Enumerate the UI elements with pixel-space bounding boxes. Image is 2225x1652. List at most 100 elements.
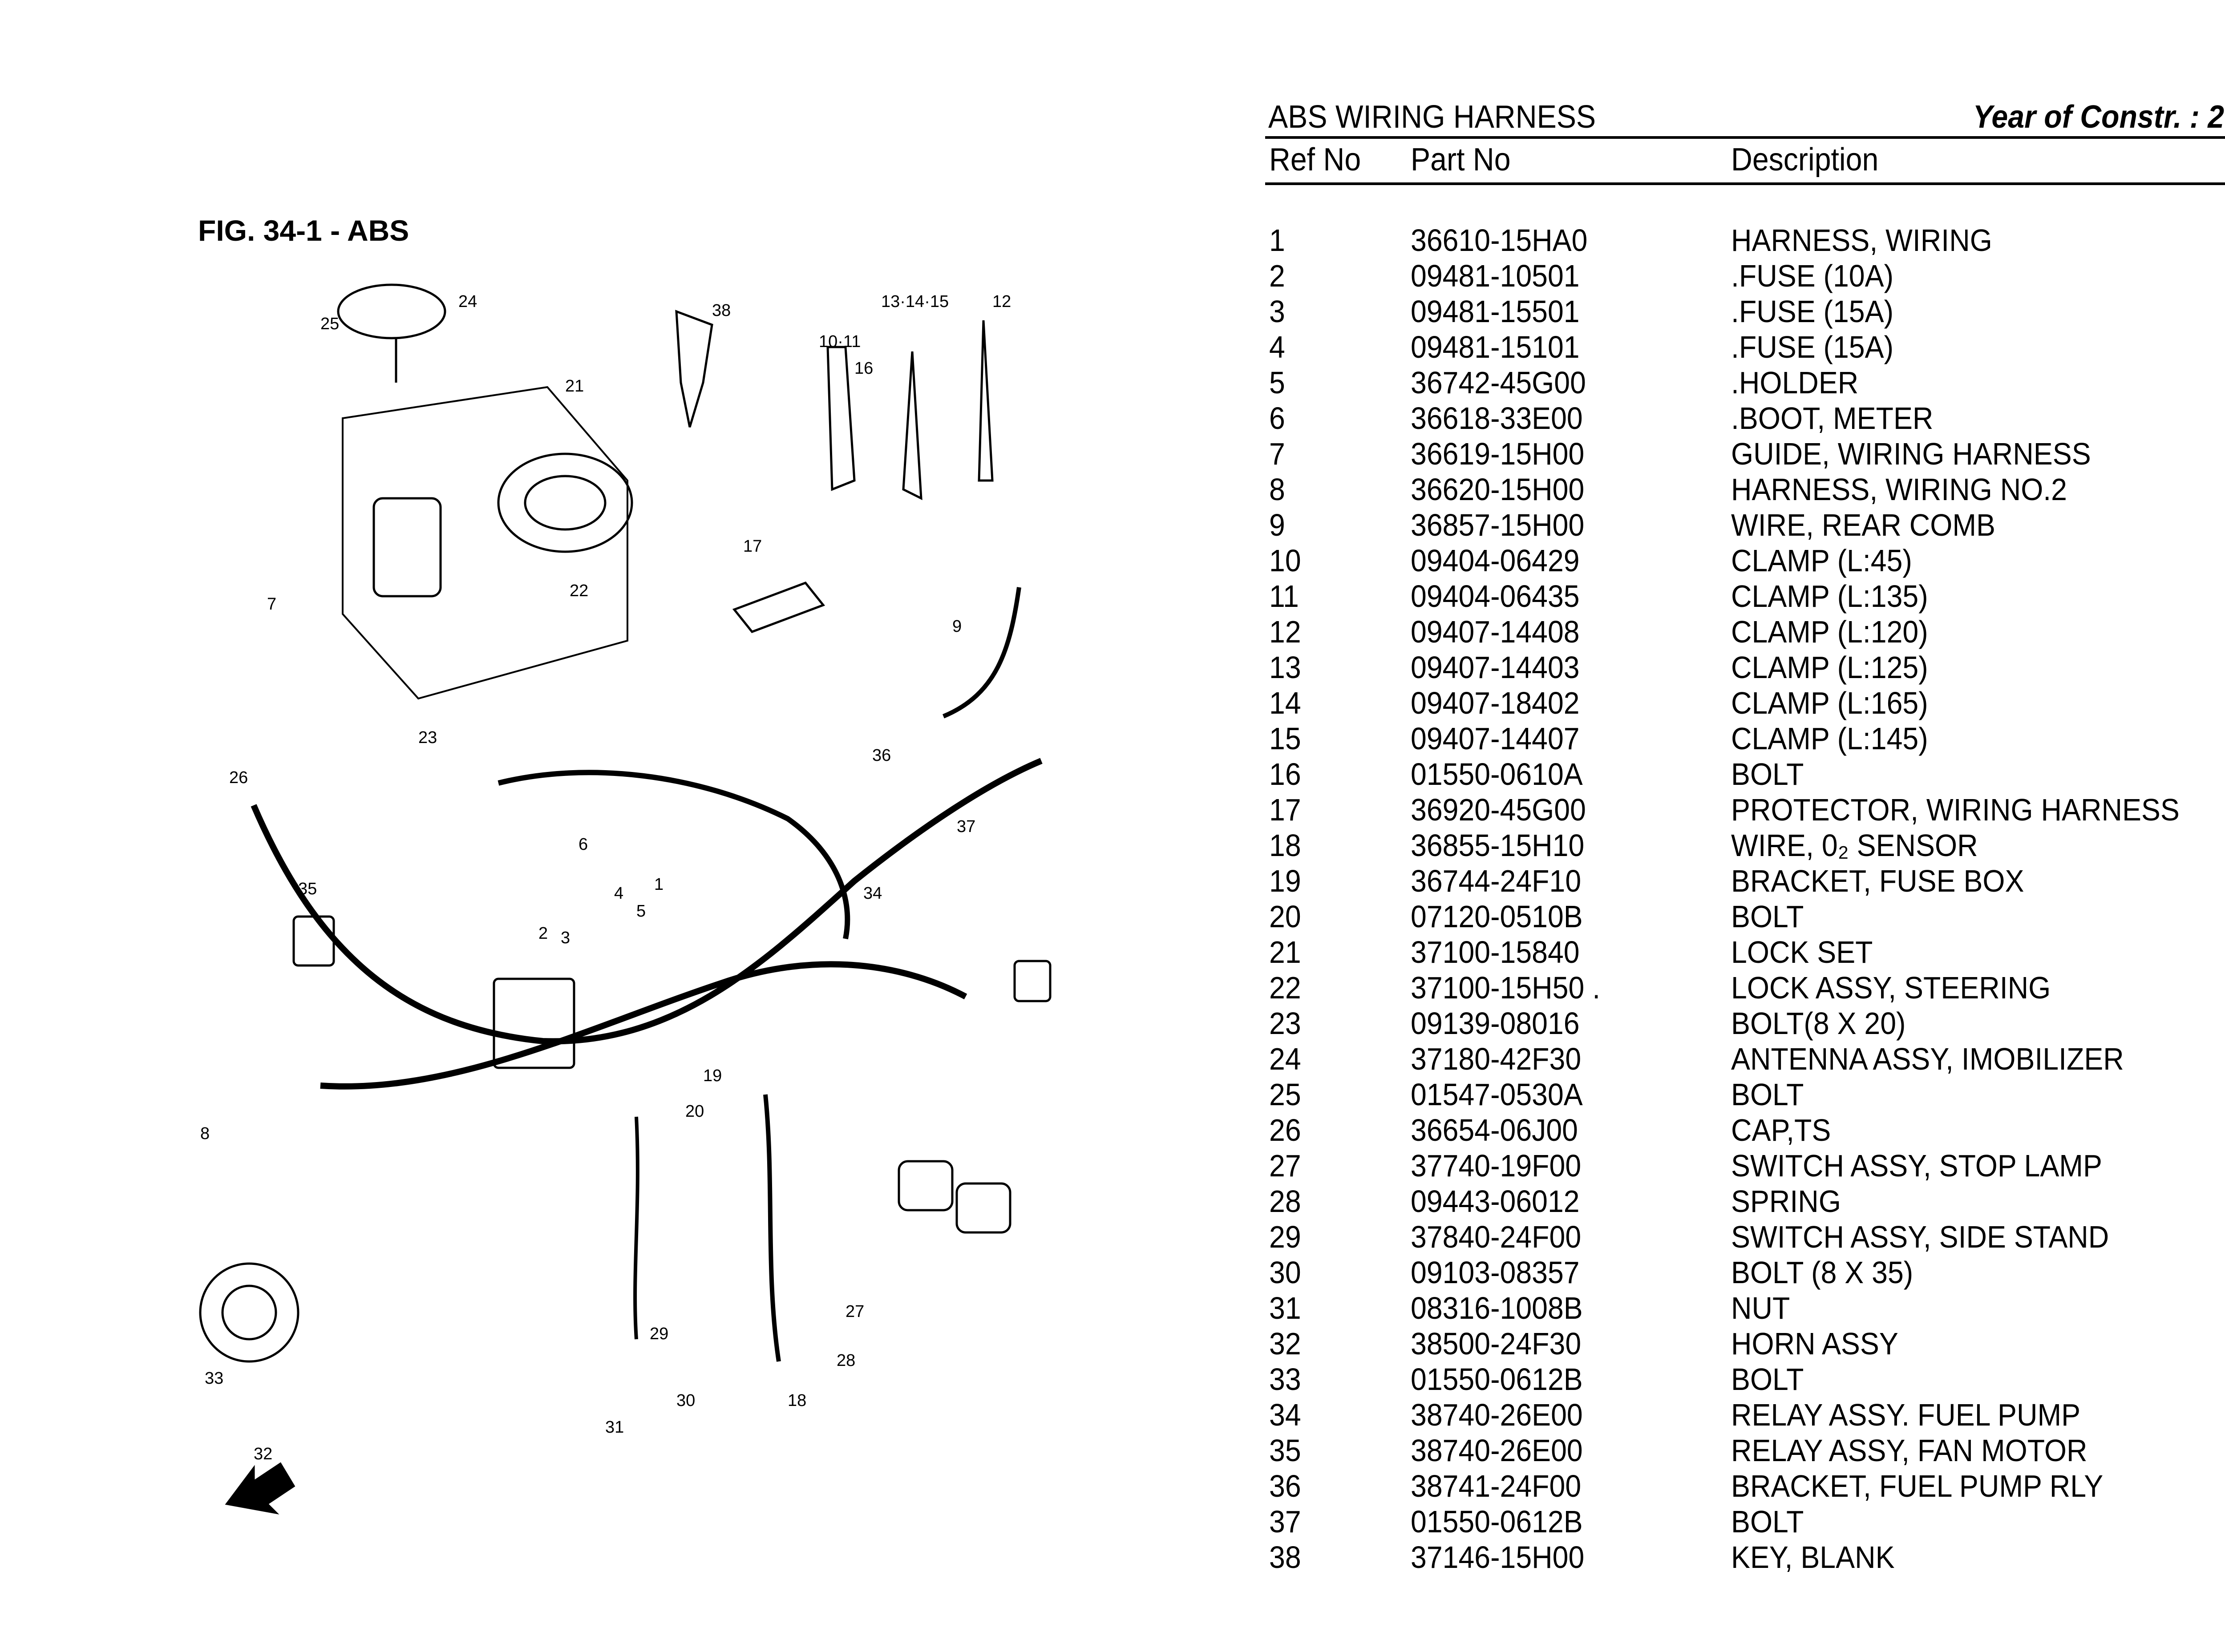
ref-cell: 1 [1269,223,1285,258]
ref-cell: 29 [1269,1220,1301,1254]
callout: 32 [254,1445,272,1463]
description-cell: HARNESS, WIRING NO.2 [1731,472,2067,507]
description-cell: WIRE, 0₂ SENSOR [1731,828,1978,863]
clamp-12-shape [978,320,994,482]
exploded-wiring-diagram: FWD 1 2 3 4 5 6 7 8 9 10·11 12 13·14·15 … [199,283,1052,1515]
ref-cell: 9 [1269,508,1285,542]
description-cell: BOLT [1731,899,1804,934]
callout: 25 [320,315,339,333]
ref-cell: 25 [1269,1077,1301,1112]
ref-cell: 34 [1269,1398,1301,1432]
ref-cell: 37 [1269,1504,1301,1539]
ref-cell: 28 [1269,1184,1301,1219]
description-cell: GUIDE, WIRING HARNESS [1731,436,2091,471]
part-no-cell: 09407-14407 [1411,721,1580,756]
description-cell: KEY, BLANK [1731,1540,1895,1575]
callout: 6 [578,835,588,854]
callout: 10·11 [819,332,861,351]
part-no-cell: 07120-0510B [1411,899,1583,934]
column-header-rule [1265,182,2225,185]
ref-cell: 22 [1269,970,1301,1005]
description-cell: BRACKET, FUSE BOX [1731,864,2024,898]
description-cell: HARNESS, WIRING [1731,223,1992,258]
part-no-cell: 09407-14408 [1411,614,1580,649]
description-cell: .FUSE (15A) [1731,294,1894,329]
description-cell: BOLT(8 X 20) [1731,1006,1906,1041]
description-cell: ANTENNA ASSY, IMOBILIZER [1731,1042,2124,1076]
part-no-cell: 09103-08357 [1411,1255,1580,1290]
callout: 9 [952,617,962,636]
callout: 18 [788,1391,806,1410]
description-cell: BRACKET, FUEL PUMP RLY [1731,1469,2104,1503]
callout: 3 [561,929,570,947]
callout: 7 [267,595,276,614]
header-rule [1265,136,2225,139]
ref-cell: 32 [1269,1326,1301,1361]
description-cell: LOCK ASSY, STEERING [1731,970,2051,1005]
description-cell: HORN ASSY [1731,1326,1898,1361]
ref-cell: 38 [1269,1540,1301,1575]
horn-shape [199,1262,299,1363]
part-no-cell: 01550-0612B [1411,1362,1583,1397]
ref-cell: 8 [1269,472,1285,507]
fwd-arrow-icon [225,1462,295,1515]
callout: 24 [458,292,477,311]
ref-cell: 21 [1269,935,1301,969]
description-cell: BOLT (8 X 35) [1731,1255,1914,1290]
part-no-cell: 37100-15H50 . [1411,970,1601,1005]
part-no-cell: 09481-15101 [1411,330,1580,364]
antenna-shape [337,283,446,339]
ref-cell: 2 [1269,259,1285,293]
callout: 35 [298,880,317,898]
lock-set-outline [342,386,628,700]
part-no-cell: 36920-45G00 [1411,792,1586,827]
callout: 36 [872,746,891,765]
ref-cell: 23 [1269,1006,1301,1041]
description-cell: CLAMP (L:45) [1731,543,1912,578]
ignition-lock-shape [372,497,442,598]
part-no-cell: 36857-15H00 [1411,508,1585,542]
part-no-cell: 37100-15840 [1411,935,1580,969]
callout: 20 [685,1102,704,1121]
ref-cell: 3 [1269,294,1285,329]
ref-cell: 6 [1269,401,1285,436]
part-no-cell: 37180-42F30 [1411,1042,1582,1076]
part-no-cell: 09481-10501 [1411,259,1580,293]
part-no-cell: 37740-19F00 [1411,1148,1582,1183]
ref-cell: 4 [1269,330,1285,364]
year-of-construction: Year of Constr. : 2013 [1973,99,2225,135]
description-cell: .BOOT, METER [1731,401,1934,436]
callout: 26 [229,768,248,787]
callout: 30 [676,1391,695,1410]
ref-cell: 33 [1269,1362,1301,1397]
description-cell: .HOLDER [1731,365,1859,400]
section-title: ABS WIRING HARNESS [1268,99,1596,135]
callout: 38 [712,301,731,320]
description-cell: BOLT [1731,757,1804,792]
ref-cell: 19 [1269,864,1301,898]
figure-title: FIG. 34-1 - ABS [198,214,409,247]
callout-labels: 1 2 3 4 5 6 7 8 9 10·11 12 13·14·15 16 1… [200,292,1011,1463]
part-no-cell: 01550-0612B [1411,1504,1583,1539]
clamp-10-11-shape [826,346,856,491]
col-header-desc: Description [1731,142,1879,178]
table-row: 33 01550-0612B BOLT [0,1361,2225,1397]
callout: 21 [565,377,584,396]
description-cell: BOLT [1731,1362,1804,1397]
